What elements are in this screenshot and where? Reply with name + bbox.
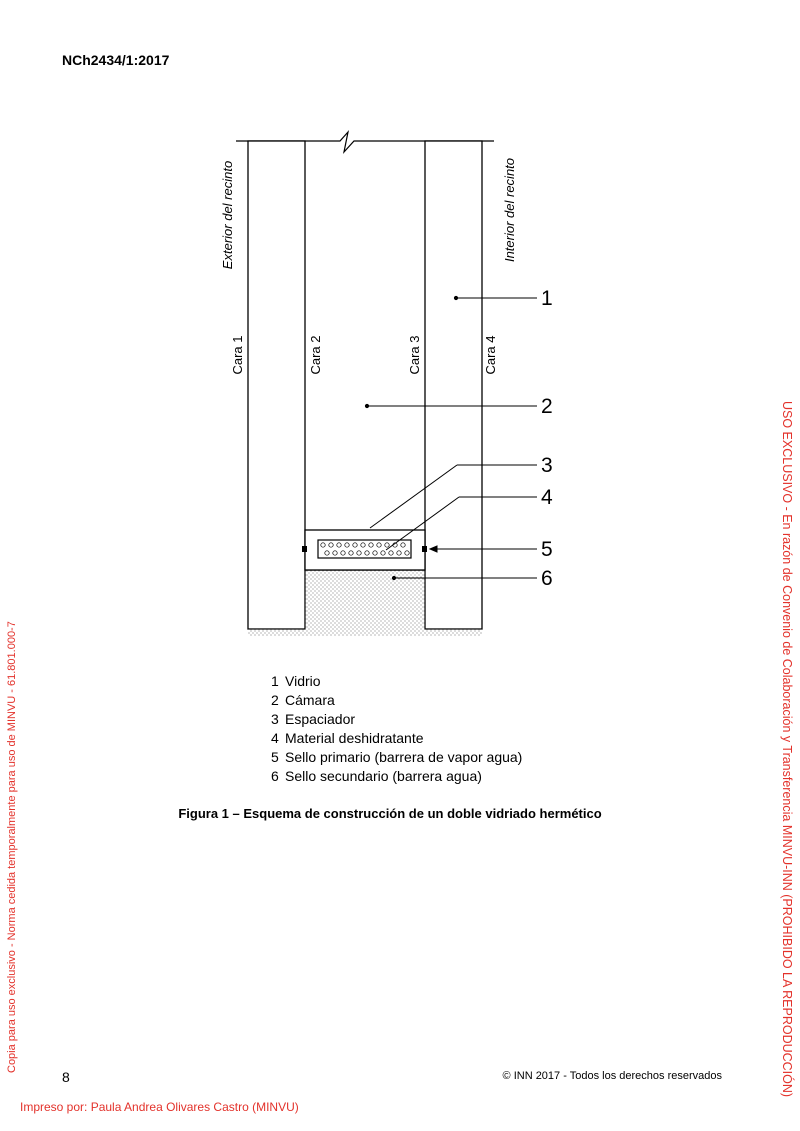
legend-number: 6 — [271, 768, 279, 784]
face-label-2: Cara 2 — [308, 335, 323, 374]
watermark-right: USO EXCLUSIVO - En razón de Convenio de … — [780, 401, 794, 1098]
copyright-notice: © INN 2017 - Todos los derechos reservad… — [502, 1070, 722, 1082]
primary-seal-right — [422, 546, 427, 552]
legend-text: Sello primario (barrera de vapor agua) — [285, 749, 523, 765]
primary-seal-left — [302, 546, 307, 552]
legend-text: Espaciador — [285, 711, 356, 727]
glass-pane-interior — [424, 140, 483, 630]
figure-caption: Figura 1 – Esquema de construcción de un… — [178, 806, 602, 821]
legend-number: 3 — [271, 711, 279, 727]
legend-item: 1 Vidrio — [271, 672, 522, 691]
desiccant-beads — [320, 542, 410, 556]
legend-number: 2 — [271, 692, 279, 708]
face-label-3: Cara 3 — [407, 335, 422, 374]
legend-item: 3 Espaciador — [271, 710, 522, 729]
document-code: NCh2434/1:2017 — [62, 52, 170, 68]
legend-item: 4 Material deshidratante — [271, 729, 522, 748]
legend-text: Material deshidratante — [285, 730, 424, 746]
legend-item: 6 Sello secundario (barrera agua) — [271, 767, 522, 786]
legend-item: 2 Cámara — [271, 691, 522, 710]
callout-3: 3 — [541, 454, 553, 477]
legend-text: Cámara — [285, 692, 335, 708]
base-strip — [248, 629, 482, 636]
callout-1: 1 — [541, 287, 553, 310]
secondary-seal — [305, 570, 425, 629]
callout-6: 6 — [541, 567, 553, 590]
figure-legend: 1 Vidrio 2 Cámara 3 Espaciador 4 Material de… — [271, 672, 522, 786]
callout-5: 5 — [541, 538, 553, 561]
face-label-4: Cara 4 — [483, 335, 498, 374]
exterior-label: Exterior del recinto — [220, 161, 235, 269]
callout-4: 4 — [541, 486, 553, 509]
break-line — [236, 129, 494, 155]
callout-2: 2 — [541, 395, 553, 418]
legend-number: 1 — [271, 673, 279, 689]
leader-lines — [364, 295, 537, 581]
legend-item: 5 Sello primario (barrera de vapor agua) — [271, 748, 522, 767]
legend-text: Sello secundario (barrera agua) — [285, 768, 482, 784]
interior-label: Interior del recinto — [502, 158, 517, 262]
watermark-left: Copia para uso exclusivo - Norma cedida … — [6, 621, 18, 1073]
legend-text: Vidrio — [285, 673, 321, 689]
printed-by-notice: Impreso por: Paula Andrea Olivares Castr… — [20, 1100, 299, 1114]
glass-pane-exterior — [247, 140, 306, 630]
face-label-1: Cara 1 — [230, 335, 245, 374]
page-number: 8 — [62, 1069, 70, 1085]
legend-number: 5 — [271, 749, 279, 765]
legend-number: 4 — [271, 730, 279, 746]
